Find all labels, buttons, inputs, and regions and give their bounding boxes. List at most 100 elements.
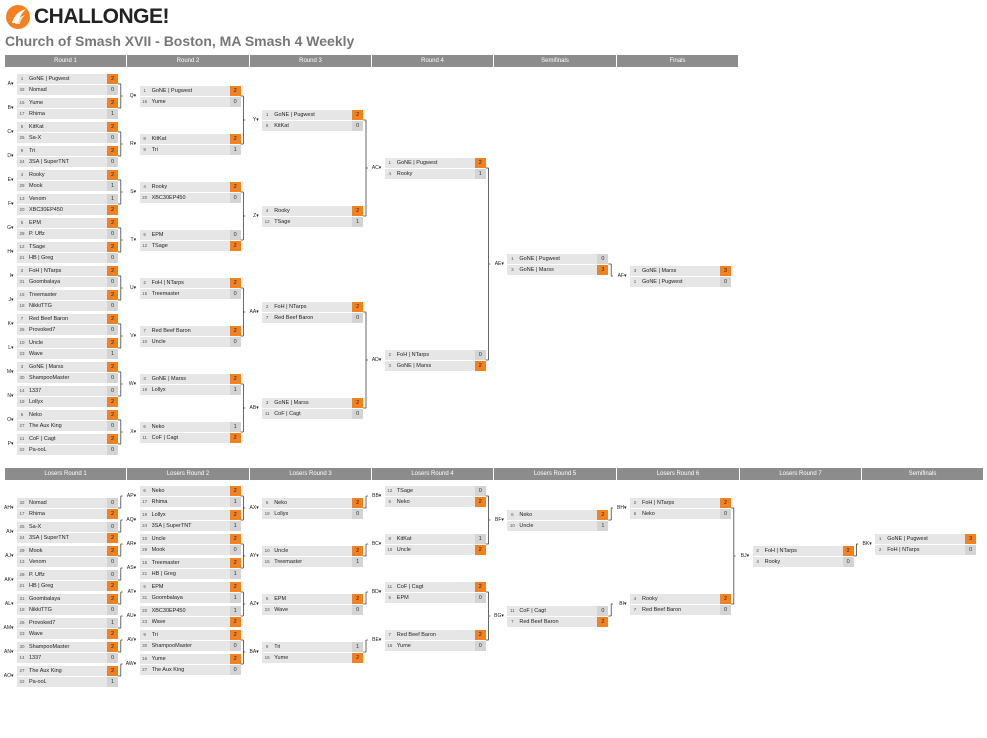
match-identifier[interactable]: X bbox=[130, 429, 134, 435]
player-name[interactable]: P. Uffz bbox=[29, 571, 45, 578]
player-name[interactable]: Rooky bbox=[642, 595, 658, 602]
player-name[interactable]: EPM bbox=[151, 583, 164, 590]
dropdown-caret-icon[interactable]: ▾ bbox=[133, 285, 137, 291]
dropdown-caret-icon[interactable]: ▾ bbox=[378, 637, 382, 643]
match-identifier[interactable]: AF bbox=[617, 273, 624, 279]
dropdown-caret-icon[interactable]: ▾ bbox=[11, 153, 14, 159]
player-name[interactable]: TSage bbox=[396, 487, 414, 494]
match-identifier[interactable]: BD bbox=[371, 589, 379, 595]
match-identifier[interactable]: AO bbox=[3, 673, 11, 679]
player-name[interactable]: GoNE | Pugwest bbox=[29, 75, 70, 82]
player-name[interactable]: Mook bbox=[29, 182, 43, 189]
player-name[interactable]: Nomad bbox=[29, 86, 47, 93]
match-identifier[interactable]: D bbox=[7, 153, 11, 159]
player-name[interactable]: P. Uffz bbox=[29, 230, 45, 237]
match-identifier[interactable]: BI bbox=[619, 601, 624, 607]
player-name[interactable]: CoF | Cagt bbox=[29, 435, 56, 442]
match-identifier[interactable]: AW bbox=[125, 661, 134, 667]
player-name[interactable]: Lollyx bbox=[151, 511, 166, 518]
dropdown-caret-icon[interactable]: ▾ bbox=[256, 117, 259, 123]
dropdown-caret-icon[interactable]: ▾ bbox=[133, 637, 137, 643]
dropdown-caret-icon[interactable]: ▾ bbox=[11, 673, 14, 679]
dropdown-caret-icon[interactable]: ▾ bbox=[11, 417, 14, 423]
dropdown-caret-icon[interactable]: ▾ bbox=[133, 189, 137, 195]
player-name[interactable]: TSage bbox=[151, 242, 168, 249]
match-identifier[interactable]: AA bbox=[249, 309, 257, 315]
player-name[interactable]: Neko bbox=[151, 487, 165, 494]
brand-name[interactable]: CHALLONGE! bbox=[34, 5, 170, 28]
player-name[interactable]: Lollyx bbox=[29, 398, 44, 405]
player-name[interactable]: XBC30EP450 bbox=[29, 206, 63, 213]
player-name[interactable]: Goombalaya bbox=[29, 595, 61, 602]
dropdown-caret-icon[interactable]: ▾ bbox=[11, 177, 14, 183]
dropdown-caret-icon[interactable]: ▾ bbox=[133, 141, 137, 147]
player-name[interactable]: Neko bbox=[642, 510, 655, 517]
player-name[interactable]: Neko bbox=[519, 511, 533, 518]
match-identifier[interactable]: T bbox=[130, 237, 134, 243]
player-name[interactable]: Treemaster bbox=[29, 291, 57, 298]
dropdown-caret-icon[interactable]: ▾ bbox=[624, 505, 627, 511]
player-name[interactable]: Sa-X bbox=[29, 523, 42, 530]
player-name[interactable]: Neko bbox=[274, 499, 288, 506]
dropdown-caret-icon[interactable]: ▾ bbox=[133, 93, 137, 99]
match-identifier[interactable]: W bbox=[128, 381, 134, 387]
player-name[interactable]: Neko bbox=[29, 411, 42, 418]
player-name[interactable]: EPM bbox=[274, 595, 287, 602]
match-identifier[interactable]: N bbox=[7, 393, 11, 399]
match-identifier[interactable]: AY bbox=[249, 553, 257, 559]
dropdown-caret-icon[interactable]: ▾ bbox=[11, 249, 14, 255]
dropdown-caret-icon[interactable]: ▾ bbox=[133, 589, 137, 595]
player-name[interactable]: Uncle bbox=[29, 339, 44, 346]
player-name[interactable]: GoNE | Marss bbox=[274, 399, 309, 406]
dropdown-caret-icon[interactable]: ▾ bbox=[378, 493, 382, 499]
dropdown-caret-icon[interactable]: ▾ bbox=[624, 273, 627, 279]
match-identifier[interactable]: AE bbox=[494, 261, 502, 267]
player-name[interactable]: Yume bbox=[274, 654, 289, 661]
player-name[interactable]: GoNE | Marss bbox=[396, 362, 432, 369]
dropdown-caret-icon[interactable]: ▾ bbox=[11, 105, 14, 111]
player-name[interactable]: Red Beef Baron bbox=[151, 327, 191, 334]
